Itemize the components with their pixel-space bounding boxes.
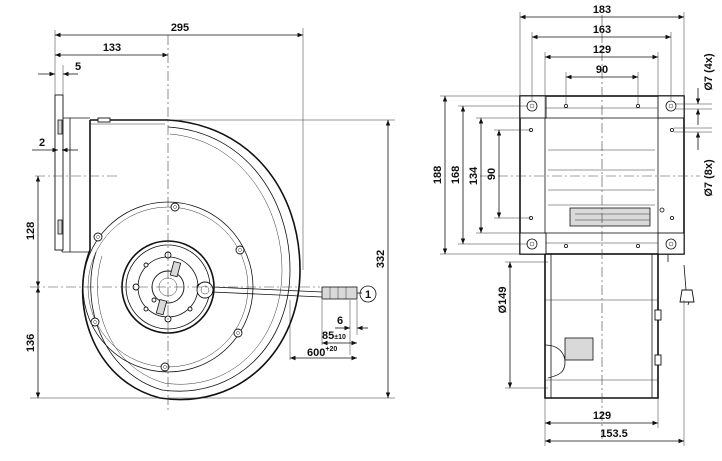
svg-text:1: 1: [365, 289, 371, 301]
dim-153-5: 153.5: [600, 428, 628, 440]
side-view: 183 163 129 90 188 168 134 90 Ø: [432, 4, 715, 446]
dim-5: 5: [75, 61, 81, 73]
dim-168: 168: [450, 166, 462, 184]
dim-2: 2: [39, 137, 45, 149]
dim-295: 295: [171, 22, 189, 34]
cable-gland: [196, 281, 214, 299]
housing-inner: [90, 126, 291, 392]
cable: [211, 286, 362, 300]
front-view: 1 295 133 5 2 128 136 332: [25, 22, 395, 412]
dim-149: Ø149: [497, 287, 509, 314]
dim-90-top: 90: [596, 64, 608, 76]
hole-callout-4x: Ø7 (4x): [703, 53, 715, 91]
dim-90-left: 90: [486, 168, 498, 180]
hole-callout-8x: Ø7 (8x): [703, 159, 715, 197]
dim-128: 128: [25, 222, 37, 240]
dim-129-bottom: 129: [593, 410, 611, 422]
housing-outer: [81, 119, 301, 401]
dim-600: 600+20: [307, 346, 337, 359]
ring-holes: [90, 202, 245, 372]
dim-133: 133: [103, 42, 121, 54]
dim-163: 163: [593, 24, 611, 36]
dim-136: 136: [25, 334, 37, 352]
dim-183: 183: [593, 4, 611, 16]
dim-188: 188: [432, 166, 444, 184]
corner-brackets: [519, 95, 685, 255]
dim-85: 85±10: [322, 330, 346, 342]
impeller-blades: [548, 149, 655, 227]
callout-1: 1: [359, 285, 377, 303]
outlet-flange: [54, 94, 64, 251]
dim-6: 6: [337, 315, 343, 327]
dim-332: 332: [375, 250, 387, 268]
dim-134: 134: [468, 166, 480, 185]
dim-129-top: 129: [593, 44, 611, 56]
housing-lower: [544, 254, 659, 399]
